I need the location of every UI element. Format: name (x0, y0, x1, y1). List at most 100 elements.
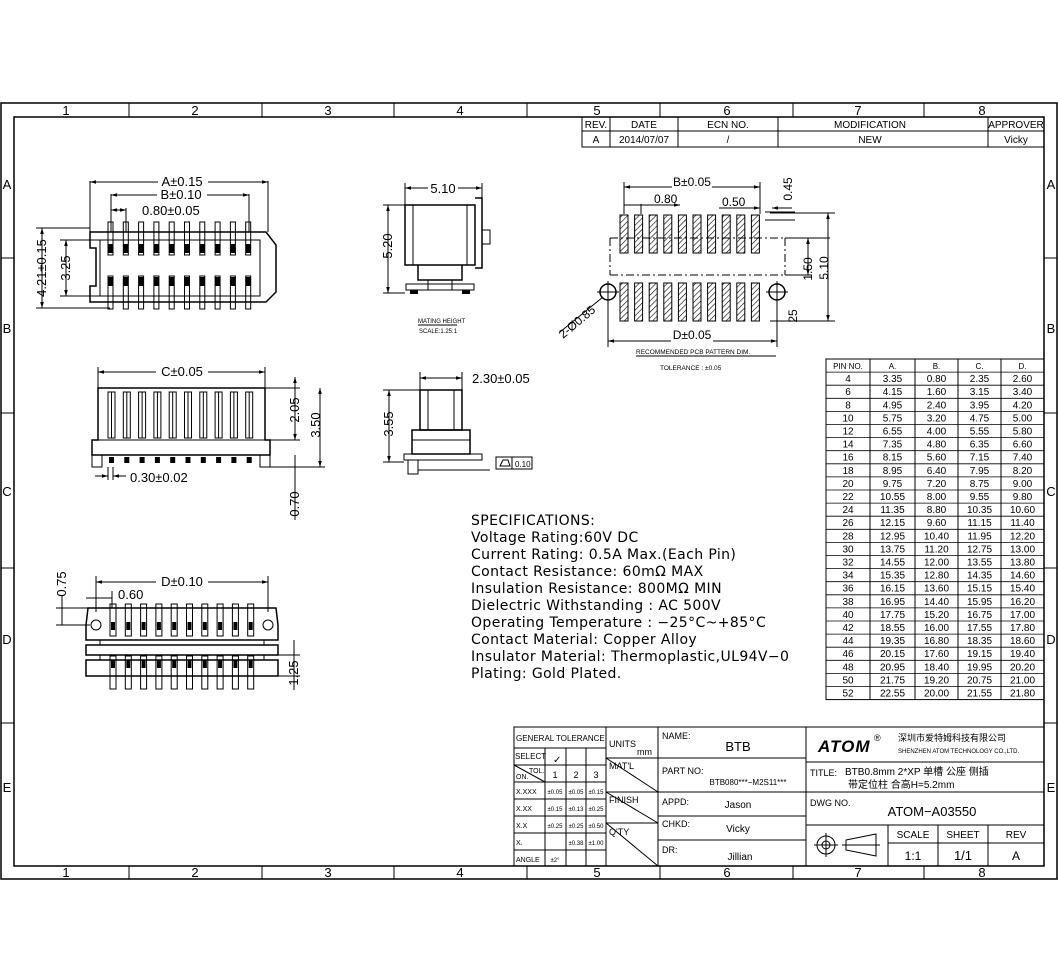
col-marker: 2 (191, 865, 198, 880)
dim-d: D±0.10 (161, 574, 203, 589)
dim-front-070: 0.70 (287, 491, 302, 516)
pcb-tolerance: TOLERANCE : ±0.05 (660, 365, 722, 372)
pin-table-cell: 5.00 (1013, 413, 1033, 424)
pin-table-cell: 11.20 (924, 544, 949, 555)
pin-table-cell: 36 (842, 584, 854, 595)
company-name-cn: 深圳市爱特姆科技有限公司 (898, 732, 1006, 743)
pin-table-cell: 2.40 (927, 400, 947, 411)
pcb-pad (707, 214, 717, 254)
pin (170, 655, 178, 690)
pcb-pad (619, 214, 629, 254)
pin-table-cell: 16.95 (880, 597, 905, 608)
pin-table-cell: 16.20 (1010, 597, 1035, 608)
pcb-pad (721, 214, 731, 254)
gt-col: 3 (593, 770, 598, 780)
gt-cell: X.XX (516, 806, 532, 813)
pin-table-cell: 44 (842, 636, 854, 647)
pin-contact (153, 277, 159, 286)
pin (229, 275, 236, 310)
pin-table-cell: 52 (842, 689, 854, 700)
pin-contact (233, 622, 238, 630)
gt-cell: ±2° (550, 858, 560, 864)
pin-table-cell: 6.40 (927, 466, 947, 477)
pin-table-cell: 11.35 (880, 505, 905, 516)
pin-table-cell: 8.95 (883, 466, 903, 477)
pin (201, 603, 209, 637)
pin-table-cell: 14.40 (924, 597, 949, 608)
pcb-pad (750, 282, 760, 322)
units-label: UNITS (609, 739, 636, 749)
pin-table-cell: 26 (842, 518, 854, 529)
gt-cell: X.X (516, 823, 528, 830)
pin-table-cell: 12.20 (1010, 531, 1035, 542)
pin (214, 221, 221, 256)
title-line-2: 带定位柱 合高H=5.2mm (848, 778, 954, 791)
pin-contact (202, 622, 207, 630)
pin-contact (126, 622, 131, 630)
pin-table-cell: 2.35 (970, 374, 990, 385)
pin-table-cell: 10 (842, 413, 854, 424)
pin-table-cell: 8.15 (883, 453, 903, 464)
spec-line: Insulation Resistance: 800MΩ MIN (471, 581, 722, 597)
pin (245, 275, 252, 310)
pin-table-cell: 3.20 (927, 413, 947, 424)
chkd-value: Vicky (726, 824, 750, 835)
gt-cell: ±0.15 (589, 790, 605, 796)
dim-a: A±0.15 (161, 174, 202, 189)
pin-table-cell: 4.95 (883, 400, 903, 411)
gt-cell: ±0.50 (589, 824, 605, 830)
dim-side-width: 5.10 (430, 181, 455, 196)
pin (140, 603, 148, 637)
pcb-pad (692, 214, 702, 254)
pcb-pad (721, 282, 731, 322)
pin-table-cell: 0.80 (927, 374, 947, 385)
pin-table-cell: 7.20 (927, 479, 947, 490)
pin-table-cell: 16.15 (880, 584, 905, 595)
contact-tail (124, 457, 130, 463)
pin-contact (126, 660, 131, 668)
appd-value: Jason (725, 800, 752, 811)
dim-pcb-510: 5.10 (817, 256, 831, 280)
pin (186, 655, 193, 690)
pcb-pad (736, 214, 746, 254)
pin-table-cell: 28 (842, 531, 854, 542)
pin-table-cell: 3.95 (970, 400, 990, 411)
top-view-pins-lower (107, 275, 252, 310)
rev-header: ECN NO. (707, 120, 749, 131)
row-marker: A (3, 177, 12, 192)
side-view-2: 2.30±0.05 3.55 0.10 (381, 371, 533, 475)
pin-table-cell: 4.75 (970, 413, 990, 424)
pcb-pad (663, 214, 673, 254)
rev-cell: / (727, 135, 730, 146)
pin-table-cell: 18.40 (924, 662, 949, 673)
pcb-pad (634, 214, 644, 254)
pin-table-header: C. (976, 362, 984, 371)
specifications: SPECIFICATIONS: Voltage Rating:60V DC Cu… (471, 513, 789, 683)
pin-table-cell: 12.75 (967, 544, 992, 555)
dim-height-body: 3.25 (58, 255, 73, 280)
pin-contact (172, 622, 177, 630)
pin-table-cell: 3.15 (970, 387, 990, 398)
pin-table-cell: 24 (842, 505, 854, 516)
dim-pcb-b: B±0.05 (673, 175, 711, 189)
pin-table-header: A. (889, 362, 897, 371)
pin-table-cell: 15.20 (924, 610, 949, 621)
pin-table-cell: 20.95 (880, 662, 905, 673)
pin-table-cell: 16 (842, 453, 854, 464)
pin-contact (233, 660, 238, 668)
gt-cell: ±0.25 (569, 824, 585, 830)
pcb-pattern: B±0.05 0.80 0.50 0.45 1.50 5.10 25 2-Ø0.… (556, 175, 835, 372)
pin-table-cell: 14.60 (1010, 571, 1035, 582)
gt-rows: X.XXX±0.05±0.05±0.15X.XX±0.15±0.13±0.25X… (516, 789, 604, 864)
pin-table-cell: 21.80 (1010, 689, 1035, 700)
col-marker: 5 (593, 103, 600, 118)
pin-table-cell: 8.00 (927, 492, 947, 503)
pin-contact (187, 622, 192, 630)
pin-table-cell: 12.80 (924, 571, 949, 582)
pin (199, 275, 206, 310)
gt-cell: ±0.25 (548, 824, 564, 830)
dim-front-350: 3.50 (308, 412, 323, 437)
pin-table-cell: 38 (842, 597, 854, 608)
pin-table-cell: 7.15 (970, 453, 990, 464)
company-logo: ATOM (817, 737, 870, 756)
